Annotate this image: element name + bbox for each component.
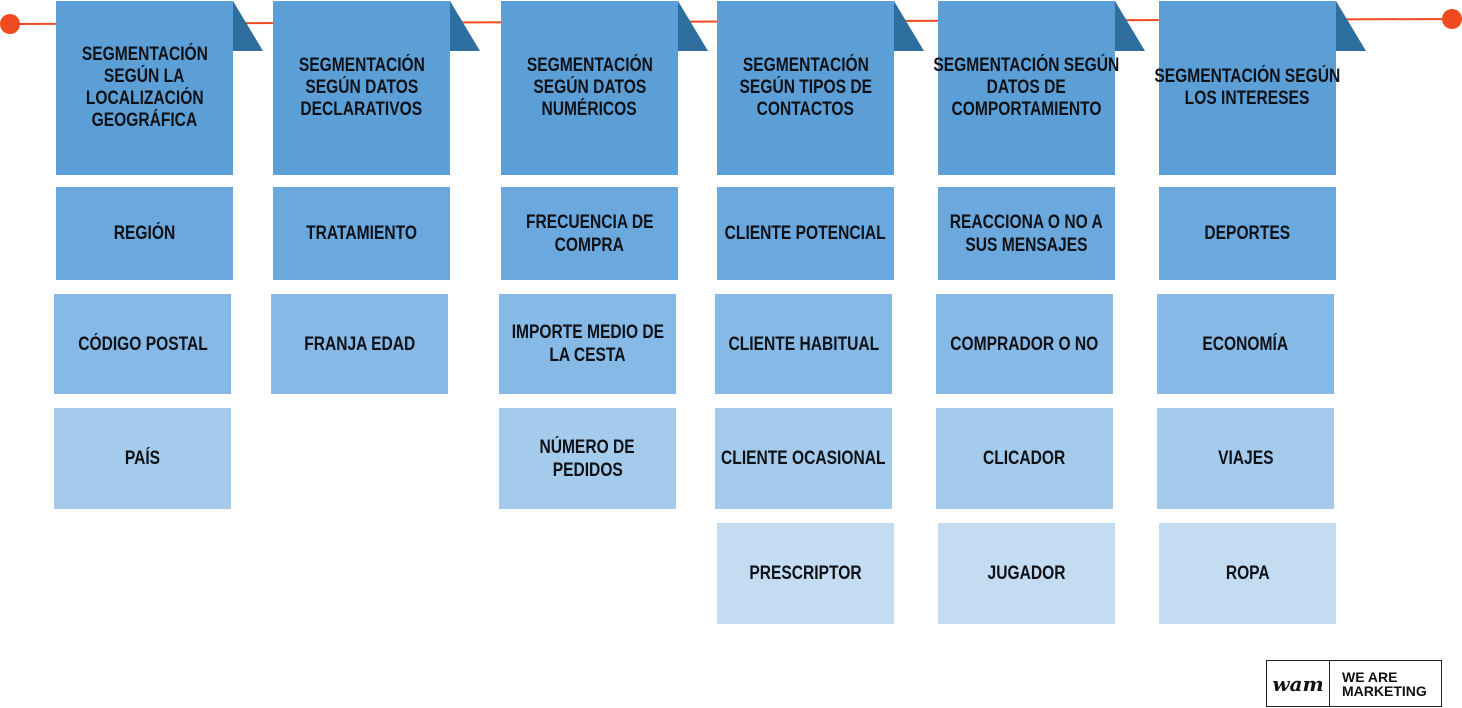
header-fold-tab	[1336, 1, 1366, 51]
header-fold-tab	[233, 1, 263, 51]
header-fold-tab	[894, 1, 924, 51]
header-fold-tab	[1115, 1, 1145, 51]
segment-item: PAÍS	[54, 408, 231, 509]
timeline-start-dot	[0, 14, 20, 34]
segment-item: ECONOMÍA	[1157, 294, 1334, 394]
wam-logo-mark: wam	[1267, 661, 1330, 706]
segment-item: DEPORTES	[1159, 187, 1336, 280]
segment-item: FRANJA EDAD	[271, 294, 448, 394]
timeline-end-dot	[1442, 9, 1462, 29]
segment-item: REGIÓN	[56, 187, 233, 280]
segment-item: CLIENTE HABITUAL	[715, 294, 892, 394]
header-fold-tab	[678, 1, 708, 51]
segment-item: CLIENTE POTENCIAL	[717, 187, 894, 280]
segment-item: TRATAMIENTO	[273, 187, 450, 280]
segment-item: VIAJES	[1157, 408, 1334, 509]
segment-item: ROPA	[1159, 523, 1336, 624]
segment-item: PRESCRIPTOR	[717, 523, 894, 624]
segment-item: CLIENTE OCASIONAL	[715, 408, 892, 509]
segment-item: CÓDIGO POSTAL	[54, 294, 231, 394]
segment-item: JUGADOR	[938, 523, 1115, 624]
segment-item: COMPRADOR O NO	[936, 294, 1113, 394]
segment-item: CLICADOR	[936, 408, 1113, 509]
header-fold-tab	[450, 1, 480, 51]
